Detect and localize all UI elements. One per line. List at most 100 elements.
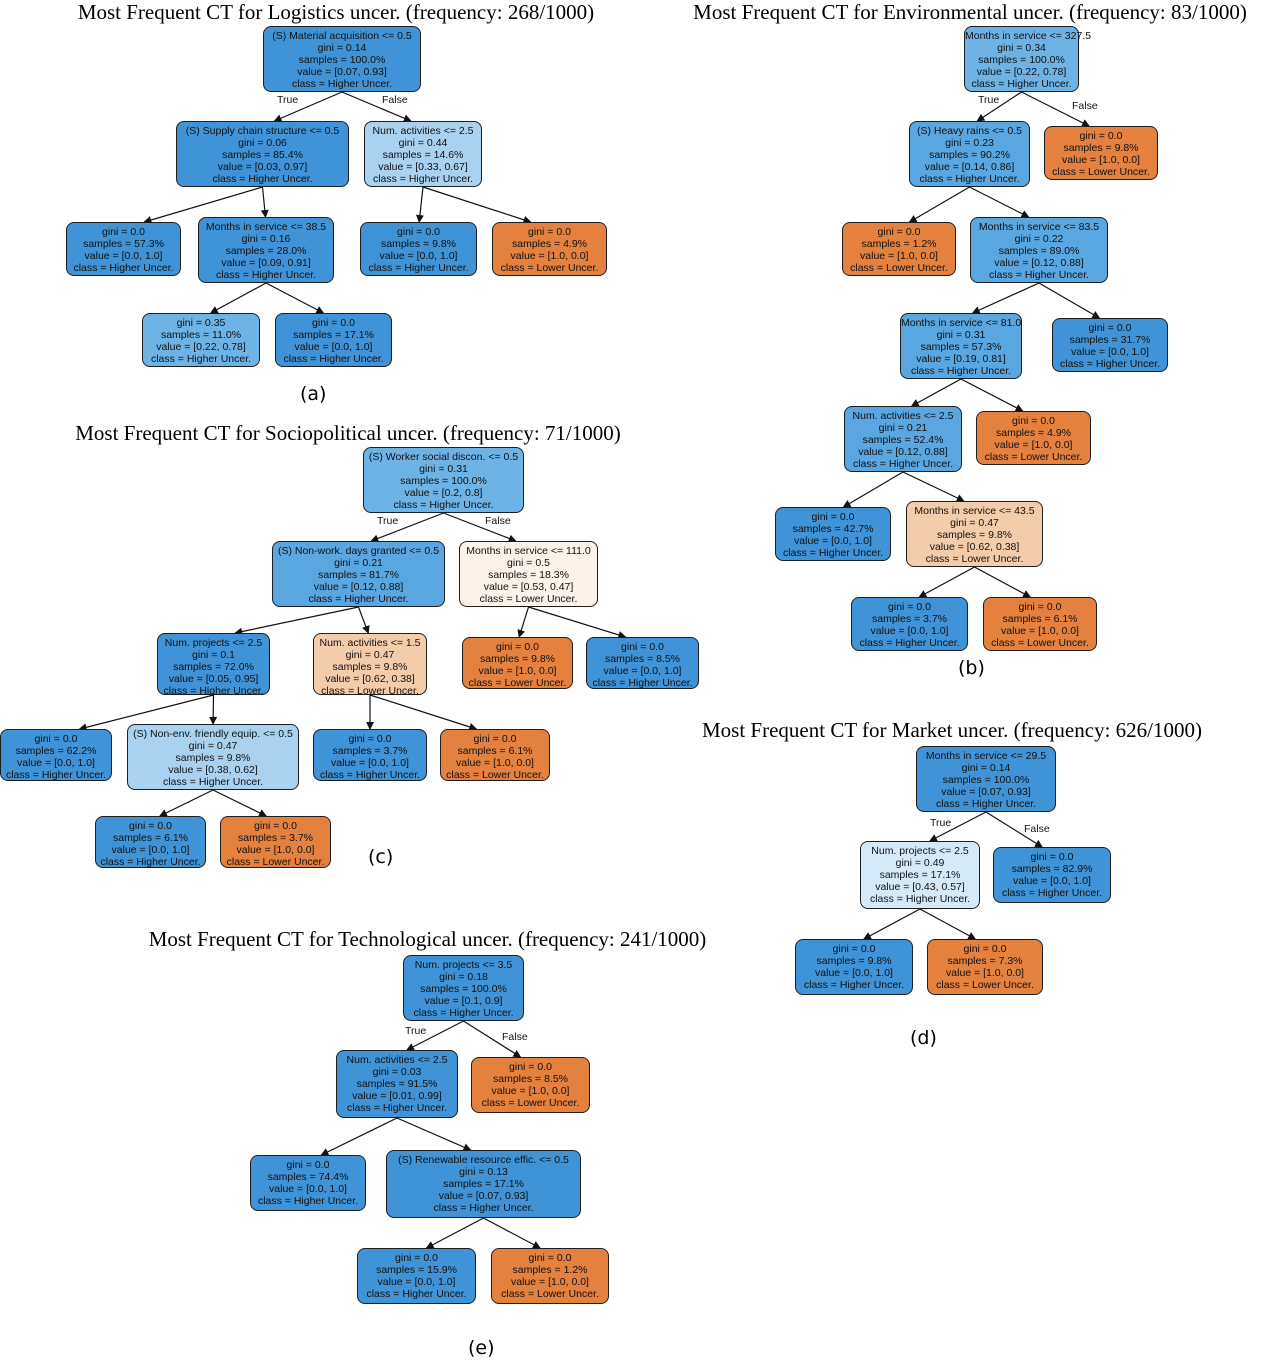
node-text-line: class = Lower Uncer.: [226, 856, 325, 868]
true-branch-label: True: [277, 94, 299, 106]
node-text-line: samples = 100.0%: [400, 475, 487, 487]
node-text-line: value = [1.0, 0.0]: [1062, 154, 1140, 166]
node-text-line: class = Higher Uncer.: [433, 1202, 534, 1214]
node-text-line: gini = 0.1: [192, 649, 235, 661]
node-text-line: gini = 0.0: [877, 226, 921, 238]
node-text-line: value = [0.0, 1.0]: [870, 625, 949, 637]
node-text-line: samples = 4.9%: [996, 427, 1071, 439]
node-text-line: (S) Material acquisition <= 0.5: [272, 30, 412, 42]
node-text-line: samples = 31.7%: [1069, 334, 1151, 346]
tree-edge-arrow: [209, 282, 267, 314]
tree-edge-arrow: [320, 1117, 398, 1156]
tree-edge-arrow: [976, 91, 1022, 122]
node-text-line: samples = 3.7%: [332, 745, 408, 757]
node-text-line: value = [0.03, 0.97]: [217, 161, 308, 173]
sociopolitical-tree-title: Most Frequent CT for Sociopolitical unce…: [75, 421, 621, 445]
node-text-line: (S) Non-env. friendly equip. <= 0.5: [133, 728, 293, 740]
node-text-line: class = Higher Uncer.: [869, 893, 971, 905]
node-text-line: samples = 4.9%: [512, 238, 587, 250]
node-text-line: class = Higher Uncer.: [988, 269, 1090, 281]
node-text-line: samples = 9.8%: [175, 752, 251, 764]
panel-caption-d: (d): [910, 1027, 937, 1049]
node-text-line: class = Lower Uncer.: [501, 1288, 599, 1300]
node-text-line: value = [0.62, 0.38]: [929, 541, 1020, 553]
node-text-line: samples = 57.3%: [920, 341, 1002, 353]
node-text-line: class = Lower Uncer.: [925, 553, 1024, 565]
node-text-line: class = Higher Uncer.: [319, 769, 421, 781]
node-text-line: class = Higher Uncer.: [150, 353, 252, 365]
node-text-line: Months in service <= 111.0: [466, 545, 591, 557]
node-text-line: value = [0.07, 0.93]: [438, 1190, 529, 1202]
node-text-line: class = Higher Uncer.: [859, 637, 960, 649]
tree-edge-arrow: [517, 606, 530, 638]
node-text-line: class = Lower Uncer.: [991, 637, 1089, 649]
node-text-line: Months in service <= 327.5: [965, 30, 1092, 42]
node-text-line: value = [0.53, 0.47]: [483, 581, 574, 593]
node-text-line: Months in service <= 83.5: [978, 221, 1100, 233]
node-text-line: class = Higher Uncer.: [592, 677, 693, 689]
node-text-line: value = [1.0, 0.0]: [946, 967, 1024, 979]
node-text-line: samples = 9.8%: [1063, 142, 1139, 154]
node-text-line: gini = 0.0: [254, 820, 297, 832]
node-text-line: class = Higher Uncer.: [215, 269, 317, 281]
tree-edge-arrow: [842, 471, 904, 508]
node-text-line: gini = 0.47: [188, 740, 238, 752]
node-text-line: value = [1.0, 0.0]: [511, 1276, 589, 1288]
node-text-line: value = [0.0, 1.0]: [269, 1183, 347, 1195]
node-text-line: gini = 0.0: [312, 317, 355, 329]
tree-edge-arrow: [969, 186, 1030, 218]
tree-edge-arrow: [425, 1217, 484, 1249]
node-text-line: value = [0.01, 0.99]: [352, 1090, 442, 1102]
node-text-line: value = [0.12, 0.88]: [994, 257, 1084, 269]
node-text-line: gini = 0.21: [878, 422, 928, 434]
node-text-line: samples = 91.5%: [356, 1078, 438, 1090]
node-text-line: (S) Supply chain structure <= 0.5: [185, 125, 340, 137]
node-text-line: gini = 0.0: [528, 1252, 572, 1264]
node-text-line: class = Higher Uncer.: [782, 547, 884, 559]
node-text-line: samples = 6.1%: [113, 832, 188, 844]
node-text-line: Months in service <= 29.5: [925, 750, 1047, 762]
node-text-line: value = [1.0, 0.0]: [478, 665, 557, 677]
node-text-line: gini = 0.0: [888, 601, 931, 613]
tree-edge-arrow: [1038, 282, 1101, 319]
false-branch-label: False: [382, 94, 408, 106]
node-text-line: class = Higher Uncer.: [368, 262, 469, 274]
node-text-line: gini = 0.22: [1014, 233, 1064, 245]
node-text-line: samples = 100.0%: [978, 54, 1065, 66]
tree-edge-arrow: [406, 1020, 464, 1051]
node-text-line: samples = 17.1%: [293, 329, 374, 341]
tree-edge-arrow: [528, 606, 627, 639]
node-text-line: gini = 0.44: [398, 137, 448, 149]
node-text-line: (S) Renewable resource effic. <= 0.5: [398, 1154, 569, 1166]
node-text-line: class = Higher Uncer.: [935, 798, 1037, 810]
node-text-line: gini = 0.0: [395, 1252, 438, 1264]
node-text-line: Num. activities <= 1.5: [319, 637, 421, 649]
true-branch-label: True: [377, 515, 399, 527]
node-text-line: Num. activities <= 2.5: [372, 125, 474, 137]
node-text-line: samples = 62.2%: [15, 745, 97, 757]
node-text-line: gini = 0.21: [334, 557, 383, 569]
panel-caption-a: (a): [300, 383, 327, 405]
tree-edge-arrow: [908, 186, 970, 223]
tree-edge-arrow: [910, 378, 962, 407]
node-text-line: value = [1.0, 0.0]: [860, 250, 938, 262]
node-text-line: value = [0.22, 0.78]: [156, 341, 246, 353]
node-text-line: class = Lower Uncer.: [479, 593, 578, 605]
node-text-line: value = [1.0, 0.0]: [994, 439, 1073, 451]
false-branch-label: False: [1072, 100, 1098, 112]
node-text-line: value = [1.0, 0.0]: [491, 1085, 570, 1097]
node-text-line: class = Higher Uncer.: [1059, 358, 1161, 370]
